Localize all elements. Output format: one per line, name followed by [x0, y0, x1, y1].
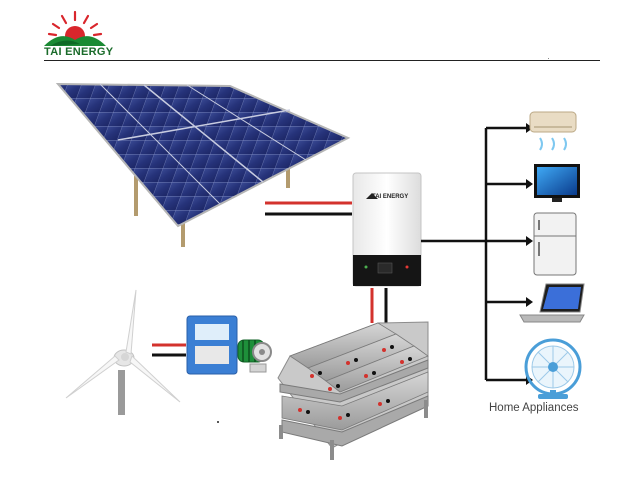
header-divider: [44, 60, 600, 61]
inverter: [352, 172, 422, 287]
solar-panel-array: [55, 82, 351, 247]
refrigerator: [533, 212, 577, 276]
home-appliances-label: Home Appliances: [489, 402, 579, 414]
bus-arrowheads: [526, 123, 533, 385]
air-conditioner: [529, 111, 577, 151]
inverter-brand-label: TAI ENERGY: [372, 194, 409, 200]
wind-turbine: [65, 289, 181, 415]
laptop: [519, 283, 585, 323]
television: [534, 164, 580, 202]
appliance-bus: [421, 126, 526, 382]
charge-controller: [186, 315, 238, 375]
panel-inverter-wires: [265, 201, 352, 216]
stray-dot: [217, 421, 219, 423]
fan: [524, 338, 582, 399]
header-speck: [548, 58, 549, 59]
inverter-battery-wires: [370, 288, 388, 323]
battery-bank: [277, 321, 429, 460]
turbine-controller-wires: [152, 343, 186, 357]
company-logo: [40, 6, 110, 60]
logo-text: TAI ENERGY: [44, 46, 114, 58]
dump-load-resistor: [237, 339, 272, 373]
